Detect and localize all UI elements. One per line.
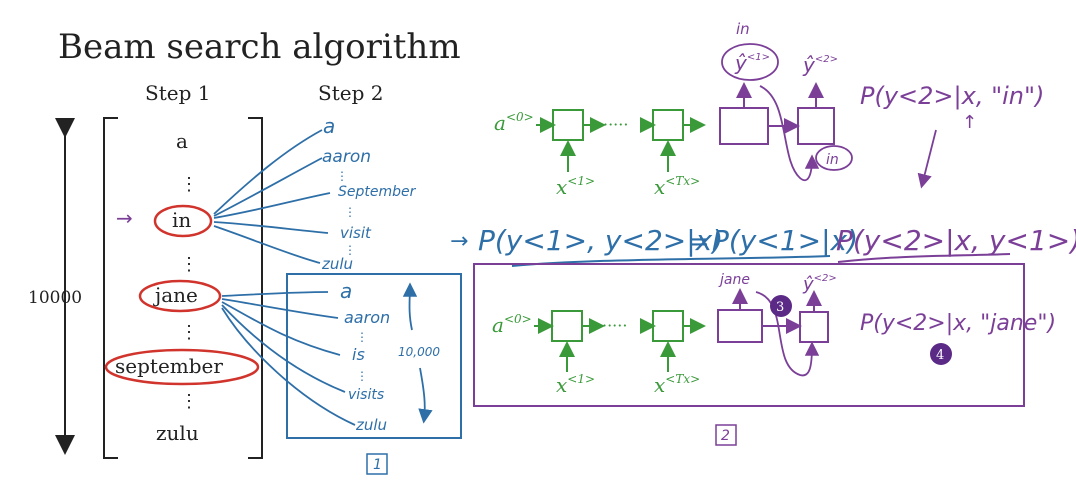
- vocab-word-a: a: [176, 129, 188, 153]
- badge-4: [930, 343, 952, 365]
- upper-feedback-path: [759, 85, 820, 182]
- upper-dots: ·····: [603, 115, 628, 134]
- lower-yhat2: ŷ<2>: [802, 273, 837, 295]
- in-branch-ellipsis: ⋮: [344, 205, 356, 219]
- upper-yhat1: ŷ<1>: [734, 51, 770, 75]
- vocab-ellipsis: ⋮: [180, 174, 198, 195]
- lower-cell-1: [551, 310, 583, 342]
- upper-feed-in-label: in: [826, 152, 839, 168]
- in-branch-word-zulu: zulu: [321, 255, 353, 273]
- in-branch-word-aaron: aaron: [322, 147, 371, 167]
- in-branch-ellipsis: ⋮: [336, 169, 348, 183]
- tag-1-label: 1: [373, 457, 382, 473]
- upper-feed-in-circle: [815, 145, 853, 171]
- upper-decoder-cell-2: [797, 107, 835, 145]
- beam-select-jane: [138, 279, 222, 313]
- vocab-word-september: september: [115, 354, 223, 378]
- in-branch-word-visit: visit: [340, 224, 372, 242]
- upper-cell-tx: [652, 109, 684, 141]
- upper-x1: x<1>: [556, 174, 595, 199]
- step2-header: Step 2: [318, 81, 383, 105]
- in-branch-ellipsis: ⋮: [344, 243, 356, 257]
- upper-out-in-label: in: [736, 20, 750, 38]
- jane-branch-word-zulu: zulu: [355, 416, 387, 434]
- jane-branch-size-label: 10,000: [398, 345, 440, 359]
- lower-a0: a<0>: [492, 312, 532, 337]
- beam-select-in: [153, 204, 213, 238]
- upper-prob-arrow: ↑: [962, 112, 977, 133]
- beam-select-september: [104, 348, 260, 386]
- upper-yhat2: ŷ<2>: [802, 53, 838, 77]
- upper-prob-down-arrow: [917, 129, 937, 189]
- upper-decoder-cell-1: [719, 107, 769, 145]
- vocab-ellipsis: ⋮: [180, 254, 198, 275]
- badge-4-label: 4: [936, 348, 944, 363]
- lower-decoder-cell-1: [717, 309, 763, 343]
- lower-xtx: x<Tx>: [654, 372, 700, 397]
- upper-yhat1-circle: [721, 43, 779, 81]
- jane-branch-lines: [221, 291, 356, 426]
- jane-branch-box: [286, 273, 462, 439]
- vocab-word-jane: jane: [153, 283, 198, 307]
- formula-underline-purple: [837, 253, 1011, 263]
- step1-header: Step 1: [145, 81, 210, 105]
- vocab-word-in: in: [172, 208, 191, 232]
- jane-branch-ellipsis: ⋮: [356, 330, 368, 344]
- jane-branch-word-a: a: [340, 279, 352, 303]
- tag-1-box: [366, 453, 388, 475]
- vocab-size-label: 10000: [28, 288, 82, 308]
- formula-rhs2: P(y<2>|x, y<1>): [836, 224, 1076, 257]
- lower-x1: x<1>: [556, 372, 595, 397]
- lower-decoder-cell-2: [799, 311, 829, 343]
- formula-lhs: P(y<1>, y<2>|x): [478, 224, 723, 257]
- jane-branch-ellipsis: ⋮: [356, 369, 368, 383]
- formula-rhs1: P(y<1>|x): [712, 224, 858, 257]
- formula-lead-arrow: →: [450, 229, 468, 254]
- in-branch-lines: [213, 129, 331, 264]
- lower-jane-label: jane: [718, 272, 750, 288]
- vocab-word-zulu: zulu: [156, 421, 199, 445]
- upper-cell-1: [552, 109, 584, 141]
- badge-3: [770, 295, 792, 317]
- lower-dots: ·····: [602, 316, 627, 335]
- jane-branch-word-aaron: aaron: [344, 308, 390, 327]
- formula-eq: =: [688, 227, 710, 257]
- jane-branch-word-is: is: [352, 345, 365, 364]
- in-branch-word-september: September: [338, 184, 417, 200]
- badge-3-label: 3: [776, 300, 784, 315]
- tag-2-label: 2: [721, 428, 730, 444]
- upper-a0: a<0>: [494, 110, 534, 135]
- lower-prob: P(y<2>|x, "jane"): [860, 311, 1056, 336]
- jane-branch-size-arrow: [402, 282, 433, 424]
- vocab-bracket-left: [103, 117, 118, 459]
- lower-cell-tx: [652, 310, 684, 342]
- slide-title: Beam search algorithm: [58, 27, 461, 67]
- tag-2-box: [715, 424, 737, 446]
- jane-network-box: [473, 263, 1025, 407]
- jane-branch-word-visits: visits: [348, 387, 384, 403]
- vocab-ellipsis: ⋮: [180, 322, 198, 343]
- upper-prob: P(y<2>|x, "in"): [860, 82, 1044, 110]
- upper-xtx: x<Tx>: [654, 174, 700, 199]
- in-branch-word-a: a: [323, 114, 335, 138]
- in-pointer-arrow: →: [116, 206, 133, 230]
- vocab-bracket-right: [248, 117, 263, 459]
- vocab-ellipsis: ⋮: [180, 391, 198, 412]
